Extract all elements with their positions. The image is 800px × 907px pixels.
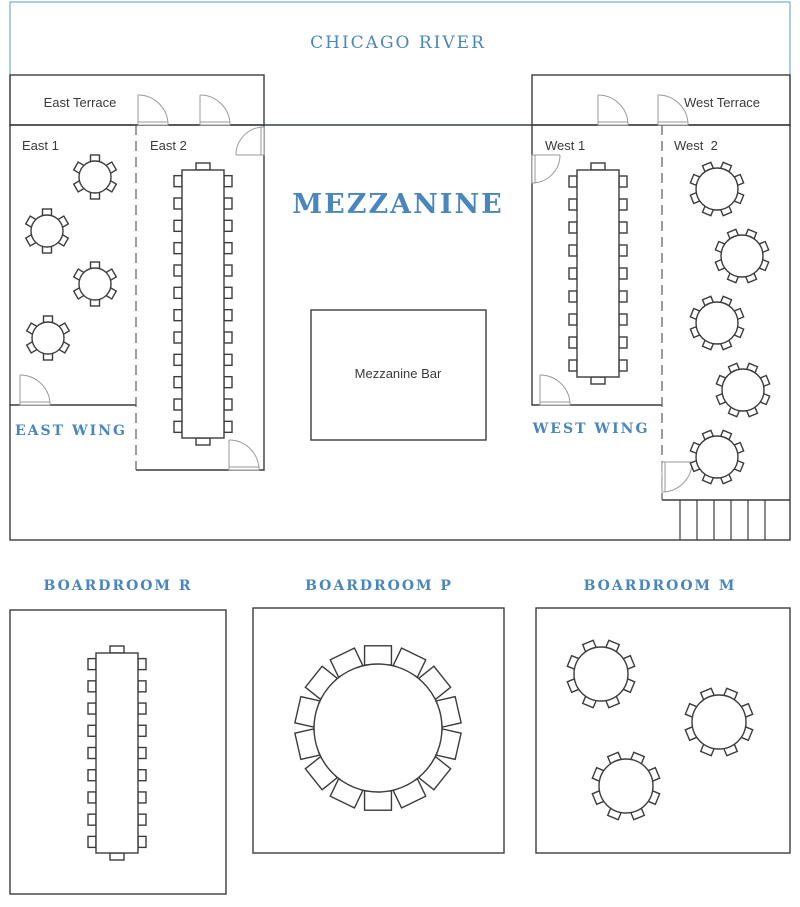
mezzanine-title: MEZZANINE — [292, 189, 503, 220]
boardroom-p-label: BOARDROOM P — [305, 578, 453, 594]
large-round-table — [294, 645, 462, 811]
round-table — [72, 154, 118, 200]
round-table — [715, 362, 771, 418]
west1-wall — [531, 125, 662, 406]
door — [531, 154, 561, 184]
banquet-table — [87, 645, 147, 861]
east1-label: East 1 — [22, 138, 59, 153]
boardroom-m — [535, 607, 791, 854]
round-table — [24, 208, 70, 254]
east-terrace-label: East Terrace — [44, 95, 117, 110]
west1-label: West 1 — [545, 138, 585, 153]
river-area — [9, 1, 791, 126]
round-table — [72, 261, 118, 307]
door — [228, 439, 260, 471]
round-table — [25, 315, 71, 361]
door — [657, 94, 689, 126]
door — [539, 374, 571, 406]
round-table — [566, 639, 636, 709]
round-table — [714, 228, 770, 284]
east2-label: East 2 — [150, 138, 187, 153]
boardroom-p — [252, 607, 505, 854]
boardroom-m-label: BOARDROOM M — [584, 578, 737, 594]
banquet-table — [173, 162, 233, 446]
round-table — [689, 161, 745, 217]
round-table — [684, 687, 754, 757]
mezzanine-bar — [310, 309, 487, 441]
east-wing-label: EAST WING — [15, 423, 127, 439]
river-label: CHICAGO RIVER — [310, 33, 486, 53]
door — [597, 94, 629, 126]
east-terrace — [9, 74, 265, 126]
door — [199, 94, 231, 126]
east2-wall — [136, 125, 265, 471]
door — [661, 461, 693, 493]
west2-label: West 2 — [674, 138, 718, 153]
west-wing-label: WEST WING — [532, 421, 650, 437]
banquet-table — [568, 162, 628, 385]
mezzanine-bar-label: Mezzanine Bar — [355, 366, 442, 381]
round-table — [689, 429, 745, 485]
west-terrace-label: West Terrace — [684, 95, 760, 110]
door — [19, 374, 51, 406]
stairs — [679, 500, 766, 540]
boardroom-r-label: BOARDROOM R — [44, 578, 193, 594]
door — [137, 94, 169, 126]
boardroom-r — [9, 609, 227, 895]
door — [235, 126, 265, 156]
mezzanine-floor — [9, 124, 791, 541]
round-table — [591, 751, 661, 821]
round-table — [689, 295, 745, 351]
